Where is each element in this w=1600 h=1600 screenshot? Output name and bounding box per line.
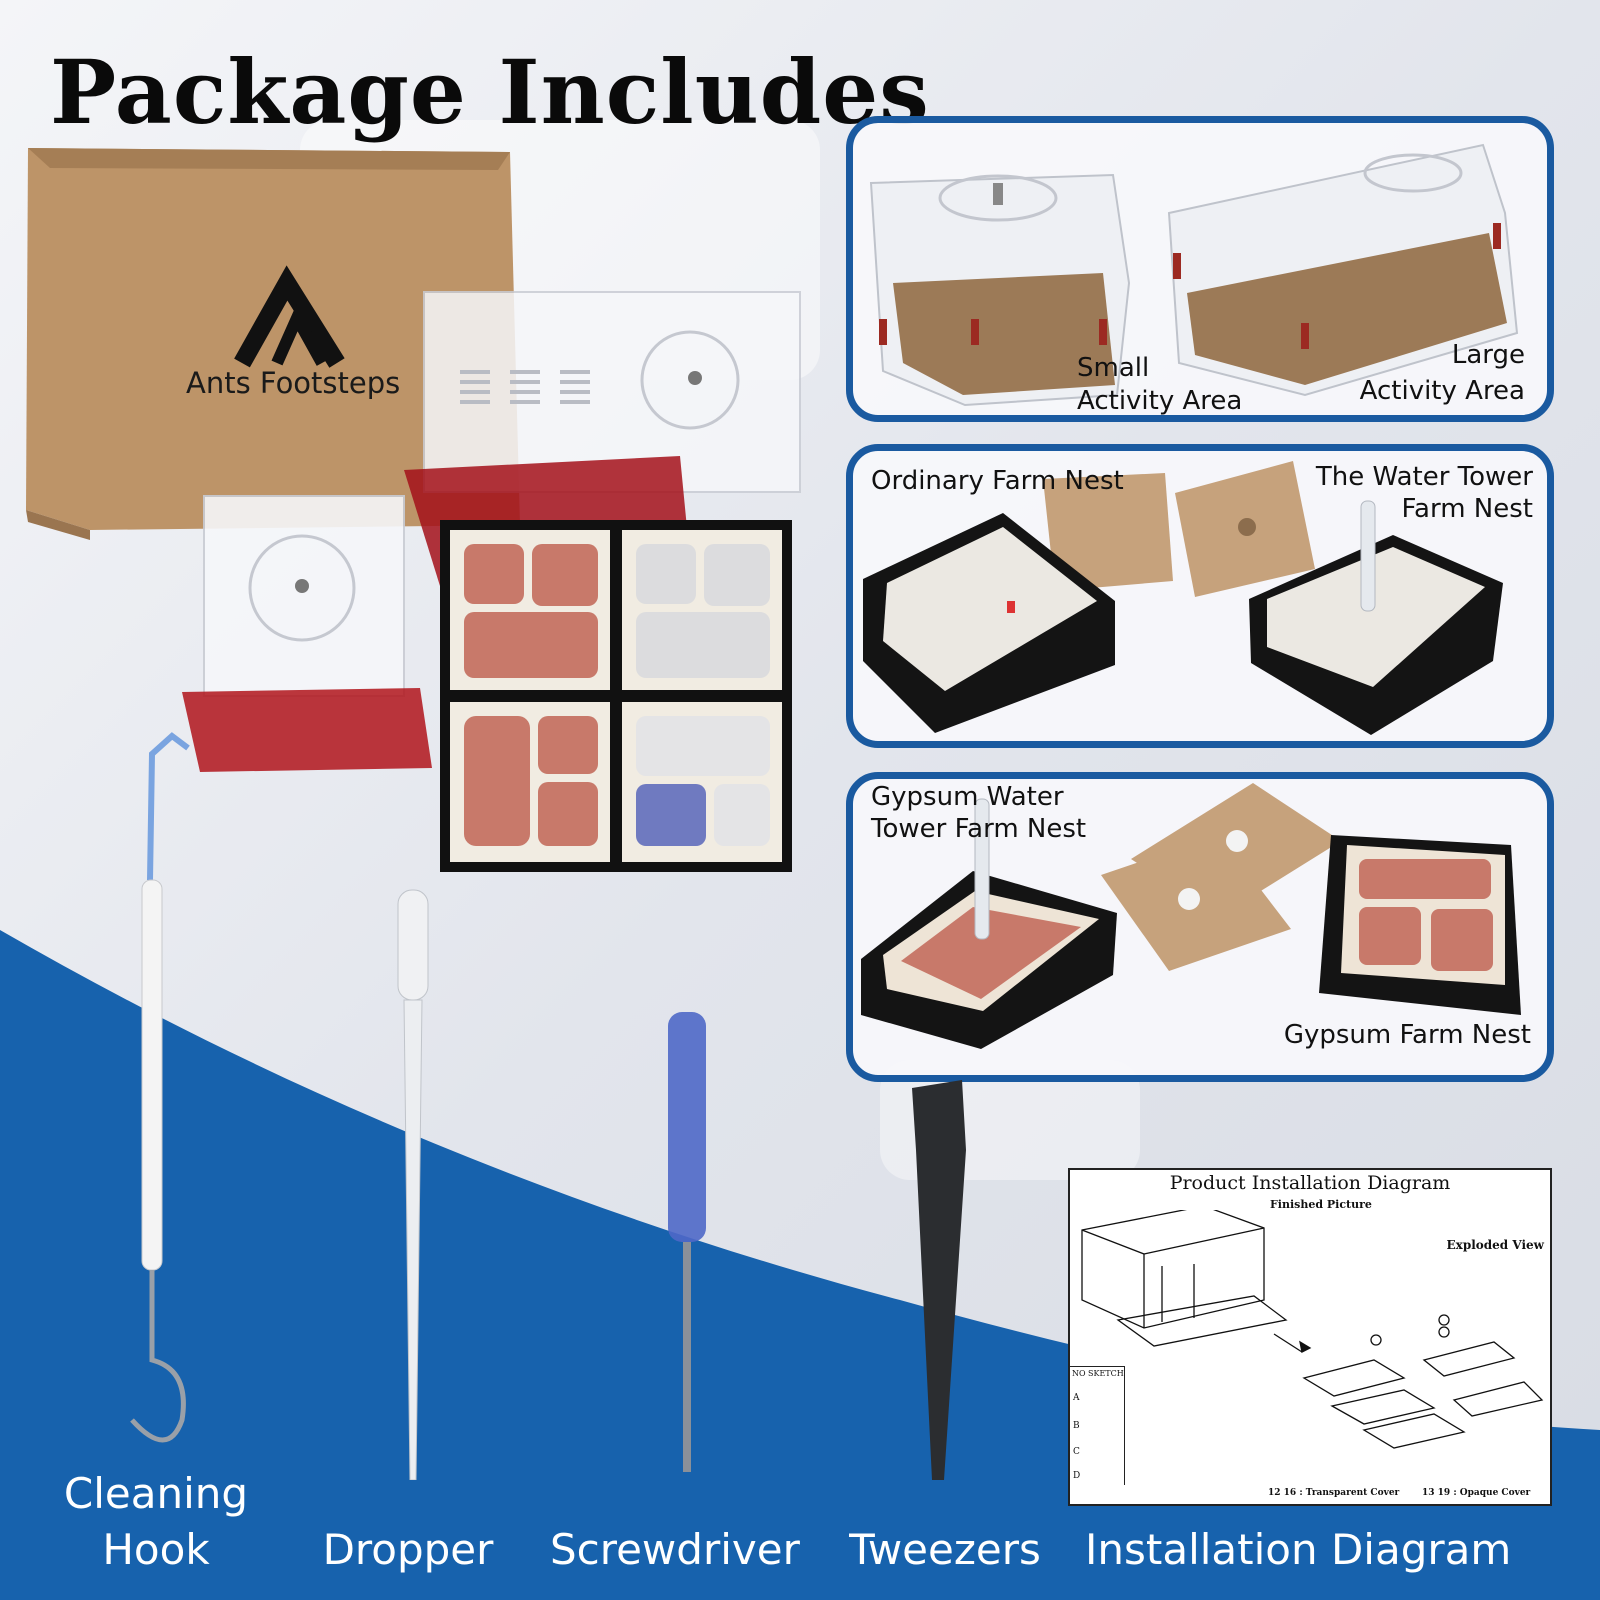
parts-table-row: A	[1073, 1393, 1080, 1403]
cleaning-hook-label-line2: Hook	[102, 1525, 210, 1574]
parts-table-row: C	[1073, 1447, 1080, 1457]
installation-diagram-label: Installation Diagram	[1085, 1525, 1512, 1574]
dropper-label: Dropper	[322, 1525, 494, 1574]
product-photo	[26, 148, 801, 872]
diagram-drawing	[1081, 1210, 1544, 1449]
diagram-finished-label: Finished Picture	[1270, 1198, 1372, 1211]
activity-area-photo	[869, 143, 1519, 407]
parts-table-row: B	[1073, 1421, 1080, 1431]
gypsum-nest-panel: Gypsum Water Tower Farm Nest Gypsum Farm…	[846, 772, 1554, 1082]
small-activity-box	[869, 173, 1131, 407]
gypsum-nest	[1319, 835, 1521, 1015]
screwdriver-label: Screwdriver	[550, 1525, 800, 1574]
parts-table-row: D	[1073, 1471, 1081, 1481]
screwdriver-icon	[668, 1012, 706, 1472]
parts-table-header-no: NO	[1072, 1369, 1086, 1378]
gypsum-nest-photo	[861, 783, 1521, 1049]
parts-table: NO SKETCH A B C D	[1070, 1366, 1125, 1485]
brand-logo-icon	[234, 265, 345, 368]
gypsum-water-label-line2: Tower Farm Nest	[871, 814, 1087, 844]
nest-grid	[440, 520, 792, 872]
tweezers-label: Tweezers	[849, 1525, 1041, 1574]
diagram-exploded-label: Exploded View	[1446, 1238, 1544, 1252]
small-activity-label-line2: Activity Area	[1077, 386, 1243, 416]
dropper-icon	[397, 889, 429, 1480]
water-tower-label-line1: The Water Tower	[1315, 462, 1533, 492]
farm-nest-photo	[863, 461, 1503, 735]
page-title: Package Includes	[50, 40, 930, 144]
farm-nest-panel: Ordinary Farm Nest The Water Tower Farm …	[846, 444, 1554, 748]
diagram-note-opaque: 13 19 : Opaque Cover	[1422, 1488, 1531, 1498]
gypsum-water-label-line1: Gypsum Water	[871, 782, 1064, 812]
water-tower-label-line2: Farm Nest	[1401, 494, 1533, 524]
parts-table-header-sketch: SKETCH	[1088, 1369, 1124, 1378]
gypsum-nest-label: Gypsum Farm Nest	[1283, 1020, 1531, 1050]
diagram-heading: Product Installation Diagram	[1169, 1172, 1451, 1194]
diagram-note-transparent: 12 16 : Transparent Cover	[1268, 1488, 1400, 1498]
tools-photo	[130, 732, 966, 1480]
hardboard-cover	[1043, 473, 1173, 591]
installation-diagram: Product Installation Diagram Finished Pi…	[1068, 1168, 1552, 1506]
cardboard-box	[26, 148, 520, 540]
water-tower-nest	[1249, 500, 1503, 735]
large-activity-label-line1: Large	[1451, 340, 1525, 370]
ordinary-nest	[863, 513, 1115, 733]
brand-name: Ants Footsteps	[186, 366, 401, 400]
tweezers-icon	[912, 1080, 966, 1480]
gypsum-water-tower-nest	[861, 798, 1117, 1049]
activity-area-panel: Small Activity Area Large Activity Area	[846, 116, 1554, 422]
large-activity-box	[1167, 143, 1519, 397]
cleaning-hook-label-line1: Cleaning	[63, 1469, 249, 1518]
small-acrylic-box	[203, 495, 405, 697]
ordinary-nest-label: Ordinary Farm Nest	[871, 466, 1124, 496]
red-cover-left	[182, 688, 432, 772]
cleaning-hook-icon	[130, 732, 190, 1443]
large-activity-label-line2: Activity Area	[1359, 376, 1525, 406]
small-activity-label-line1: Small	[1077, 353, 1150, 383]
